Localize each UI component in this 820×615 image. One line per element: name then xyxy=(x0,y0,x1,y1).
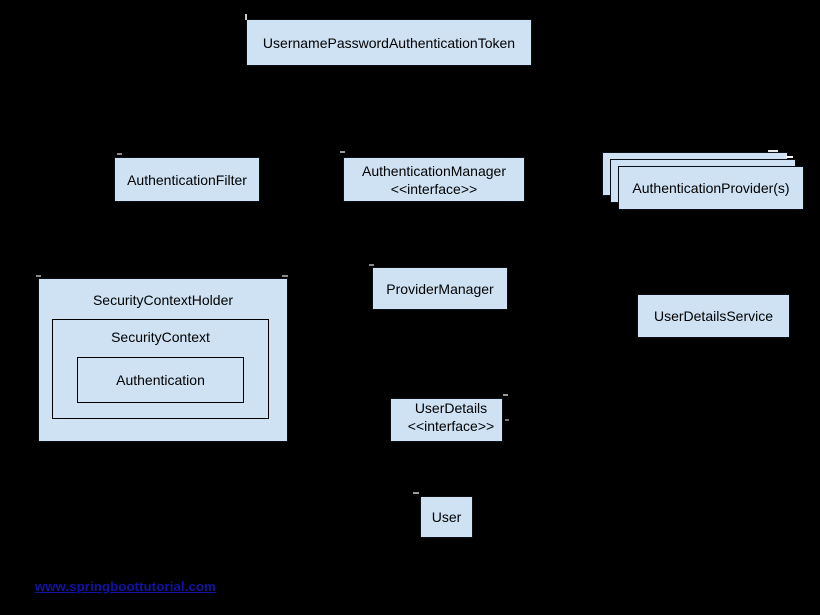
node-label: SecurityContext xyxy=(111,329,210,345)
connector-artifact xyxy=(117,153,122,155)
node-username-password-authentication-token: UsernamePasswordAuthenticationToken xyxy=(246,19,532,66)
node-stereotype: <<interface>> xyxy=(390,180,478,197)
connector-artifact xyxy=(505,419,509,421)
connector-artifact xyxy=(768,150,778,152)
connector-artifact xyxy=(340,151,345,153)
node-label: AuthenticationProvider(s) xyxy=(632,180,790,196)
node-authentication-providers-stack: AuthenticationProvider(s) xyxy=(602,152,812,212)
node-user-details: UserDetails <<interface>> xyxy=(390,398,503,442)
node-label: User xyxy=(431,509,462,525)
connector-artifact xyxy=(245,14,247,20)
node-authentication: Authentication xyxy=(77,357,244,403)
node-label: UsernamePasswordAuthenticationToken xyxy=(262,34,516,51)
node-user-details-service: UserDetailsService xyxy=(637,294,790,338)
connector-artifact xyxy=(369,264,374,266)
connector-artifact xyxy=(282,275,288,277)
node-security-context: SecurityContext Authentication xyxy=(52,319,269,419)
node-provider-manager: ProviderManager xyxy=(372,267,508,310)
node-security-context-holder: SecurityContextHolder SecurityContext Au… xyxy=(38,278,288,442)
node-label: SecurityContextHolder xyxy=(92,292,234,308)
node-stereotype: <<interface>> xyxy=(407,418,495,434)
connector-artifact xyxy=(36,275,41,277)
node-authentication-manager: AuthenticationManager <<interface>> xyxy=(343,157,525,202)
node-label: AuthenticationFilter xyxy=(127,171,247,188)
node-label: ProviderManager xyxy=(386,280,494,297)
node-label: AuthenticationManager xyxy=(362,162,506,179)
node-label: Authentication xyxy=(116,372,205,388)
connector-artifact xyxy=(786,156,793,158)
connector-artifact xyxy=(413,492,419,494)
footer-website-link[interactable]: www.springboottutorial.com xyxy=(35,579,216,594)
node-authentication-providers: AuthenticationProvider(s) xyxy=(618,166,804,210)
connector-artifact xyxy=(503,394,508,396)
node-user: User xyxy=(420,496,473,538)
node-authentication-filter: AuthenticationFilter xyxy=(114,157,260,202)
node-label: UserDetails xyxy=(414,400,488,416)
node-label: UserDetailsService xyxy=(653,308,774,324)
